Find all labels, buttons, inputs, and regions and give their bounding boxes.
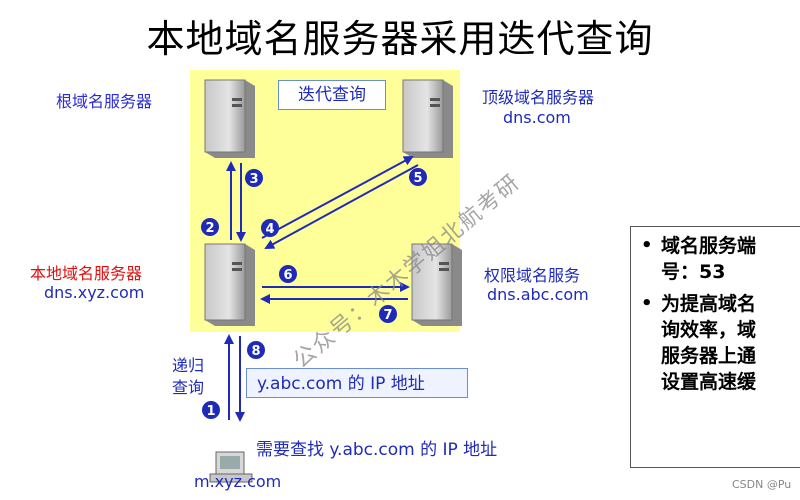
host-query-label: 需要查找 y.abc.com 的 IP 地址 (256, 440, 498, 460)
note-2-line-4: 设置高速缓 (661, 371, 757, 393)
tld-server-domain: dns.com (503, 108, 571, 127)
local-server-domain: dns.xyz.com (44, 283, 145, 302)
step-badge-3: 3 (245, 169, 263, 187)
recursive-query-label-2: 查询 (172, 378, 205, 397)
ip-result-box: y.abc.com 的 IP 地址 (246, 368, 468, 398)
tld-server-icon (402, 79, 453, 158)
iterative-query-label: 迭代查询 (278, 80, 386, 110)
note-2-line-2: 询效率，域 (661, 319, 757, 341)
arrow-step-5 (264, 164, 419, 249)
host-computer-icon (209, 451, 253, 483)
footer-credit: CSDN @Pu (732, 478, 792, 491)
step-badge-1: 1 (202, 401, 220, 419)
host-domain-label: m.xyz.com (194, 472, 282, 491)
step-number: 2 (205, 221, 214, 236)
auth-server-domain: dns.abc.com (487, 285, 589, 304)
step-number: 1 (206, 404, 215, 419)
note-1-line-1: 域名服务端 (661, 235, 757, 257)
local-server-icon (204, 243, 255, 326)
auth-server-icon (411, 243, 462, 326)
root-server-icon (204, 79, 255, 158)
arrow-step-4 (261, 156, 414, 239)
recursive-query-label-1: 递归 (172, 356, 205, 375)
step-number: 3 (249, 172, 258, 187)
step-number: 6 (283, 268, 292, 283)
note-2-line-3: 服务器上通 (661, 345, 757, 367)
note-item-1: • 域名服务端 号：53 (639, 233, 800, 285)
bullet-icon: • (641, 293, 653, 314)
root-server-label: 根域名服务器 (56, 92, 153, 111)
step-number: 5 (413, 171, 422, 186)
page-title: 本地域名服务器采用迭代查询 (146, 17, 654, 61)
step-number: 4 (265, 222, 274, 237)
auth-server-label: 权限域名服务 (484, 266, 581, 285)
step-badge-5: 5 (409, 168, 427, 186)
notes-panel: • 域名服务端 号：53 • 为提高域名 询效率，域 服务器上通 设置高速缓 (630, 226, 800, 468)
step-badge-7: 7 (379, 305, 397, 323)
step-badge-4: 4 (261, 219, 279, 237)
local-server-label: 本地域名服务器 (30, 264, 143, 283)
tld-server-label: 顶级域名服务器 (482, 88, 595, 107)
step-number: 7 (383, 308, 392, 323)
step-number: 8 (251, 344, 260, 359)
note-item-2: • 为提高域名 询效率，域 服务器上通 设置高速缓 (639, 291, 800, 395)
step-badge-2: 2 (201, 218, 219, 236)
note-2-line-1: 为提高域名 (661, 293, 757, 315)
step-badge-8: 8 (247, 341, 265, 359)
step-badge-6: 6 (279, 265, 297, 283)
note-1-line-2: 号：53 (661, 261, 726, 283)
bullet-icon: • (641, 235, 653, 256)
